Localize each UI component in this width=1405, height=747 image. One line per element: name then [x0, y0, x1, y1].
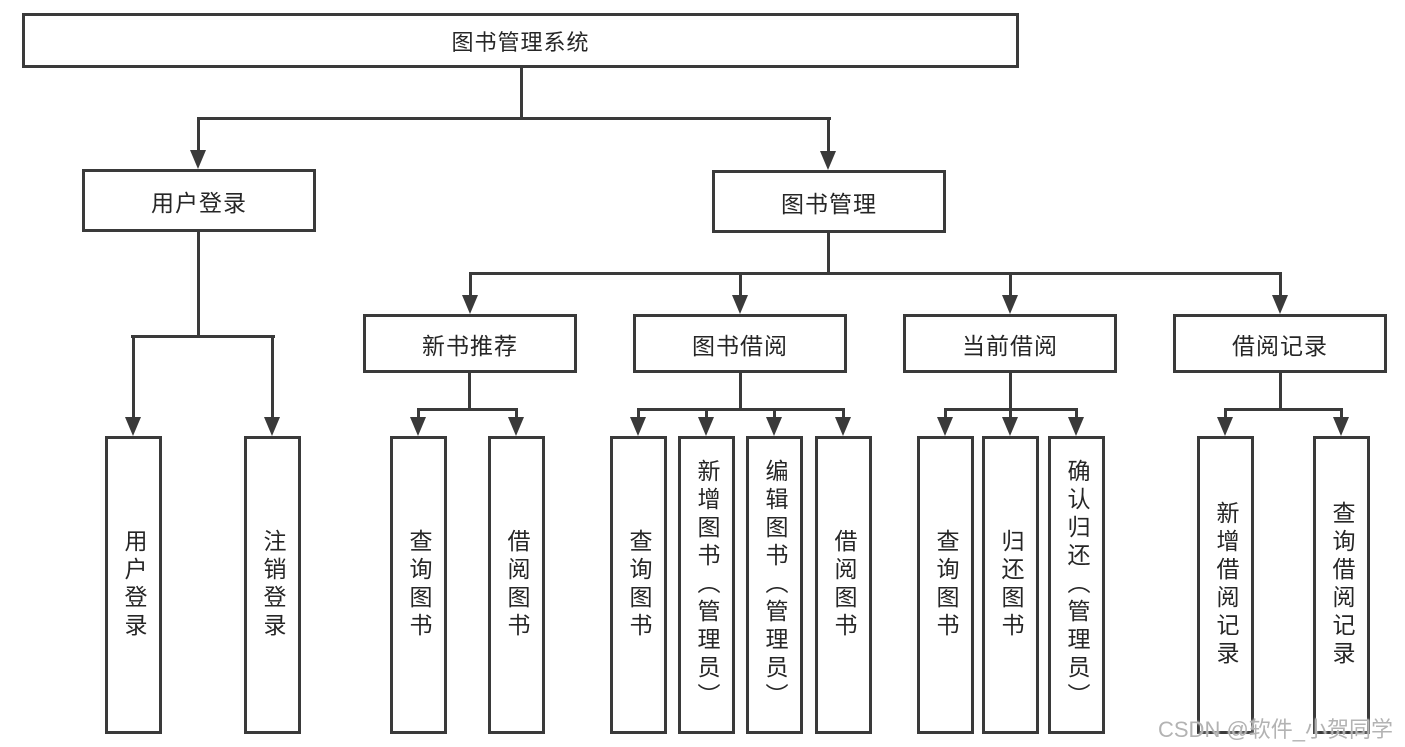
leaf-query-books-borrowing: 查询图书: [610, 436, 667, 734]
arrowhead-icon: [1272, 295, 1288, 314]
leaf-add-books-admin: 新增图书（管理员）: [678, 436, 735, 734]
connector-drop-leaf: [132, 335, 135, 418]
arrowhead-icon: [508, 417, 524, 436]
node-label: 图书借阅: [692, 332, 788, 359]
leaf-query-borrow-record: 查询借阅记录: [1313, 436, 1370, 734]
node-label: 图书管理系统: [451, 29, 590, 55]
leaf-user-login: 用户登录: [105, 436, 162, 734]
connector-drop-leaf: [842, 408, 845, 420]
arrowhead-icon: [1333, 417, 1349, 436]
arrowhead-icon: [698, 417, 714, 436]
connector-user-login-stub: [197, 230, 200, 338]
connector-drop-leaf: [637, 408, 640, 420]
node-library-management-system: 图书管理系统: [22, 13, 1019, 68]
leaf-borrow-books: 借阅图书: [815, 436, 872, 734]
connector-drop-leaf: [773, 408, 776, 420]
connector-stub: [739, 371, 742, 411]
leaf-label: 新增图书（管理员）: [694, 459, 720, 711]
arrowhead-icon: [190, 150, 206, 169]
connector-drop-leaf: [705, 408, 708, 420]
arrowhead-icon: [1002, 295, 1018, 314]
leaf-label: 查询图书: [626, 529, 652, 641]
connector-drop-book-borrow: [739, 272, 742, 296]
leaf-query-books-recommend: 查询图书: [390, 436, 447, 734]
leaf-label: 查询图书: [933, 529, 959, 641]
connector-stub: [1279, 371, 1282, 411]
node-label: 新书推荐: [422, 332, 518, 359]
connector-drop-current-borrow: [1009, 272, 1012, 296]
node-borrowing-records: 借阅记录: [1173, 314, 1387, 373]
connector-bus-user-login: [131, 335, 275, 338]
node-current-borrowing: 当前借阅: [903, 314, 1117, 373]
connector-bus-level3: [469, 272, 1282, 275]
leaf-label: 借阅图书: [831, 529, 857, 641]
arrowhead-icon: [462, 295, 478, 314]
connector-bus: [637, 408, 845, 411]
connector-drop-leaf: [271, 335, 274, 418]
leaf-add-borrow-record: 新增借阅记录: [1197, 436, 1254, 734]
node-user-login: 用户登录: [82, 169, 316, 232]
arrowhead-icon: [264, 417, 280, 436]
leaf-label: 用户登录: [121, 529, 147, 641]
connector-drop-leaf: [1075, 408, 1078, 420]
connector-drop-leaf: [944, 408, 947, 420]
arrowhead-icon: [125, 417, 141, 436]
connector-drop-leaf: [417, 408, 420, 420]
node-new-book-recommendation: 新书推荐: [363, 314, 577, 373]
connector-drop-user-login: [197, 117, 200, 152]
connector-drop-book-management: [827, 117, 830, 152]
leaf-label: 归还图书: [998, 529, 1024, 641]
leaf-label: 查询借阅记录: [1329, 501, 1355, 669]
leaf-label: 查询图书: [406, 529, 432, 641]
leaf-label: 新增借阅记录: [1213, 501, 1239, 669]
connector-root-stub: [520, 66, 523, 119]
arrowhead-icon: [937, 417, 953, 436]
arrowhead-icon: [410, 417, 426, 436]
leaf-return-books: 归还图书: [982, 436, 1039, 734]
node-label: 用户登录: [151, 189, 247, 216]
leaf-edit-books-admin: 编辑图书（管理员）: [746, 436, 803, 734]
node-label: 借阅记录: [1232, 332, 1328, 359]
leaf-query-books-current: 查询图书: [917, 436, 974, 734]
node-book-borrowing: 图书借阅: [633, 314, 847, 373]
leaf-borrow-books-recommend: 借阅图书: [488, 436, 545, 734]
leaf-label: 编辑图书（管理员）: [762, 459, 788, 711]
connector-drop-leaf: [1009, 408, 1012, 420]
arrowhead-icon: [835, 417, 851, 436]
arrowhead-icon: [766, 417, 782, 436]
watermark: CSDN @软件_小贺同学: [1158, 717, 1394, 742]
leaf-confirm-return-admin: 确认归还（管理员）: [1048, 436, 1105, 734]
leaf-label: 确认归还（管理员）: [1064, 459, 1090, 711]
arrowhead-icon: [732, 295, 748, 314]
connector-book-management-stub: [827, 231, 830, 275]
node-label: 图书管理: [781, 190, 877, 217]
connector-bus-level2: [197, 117, 831, 120]
connector-bus: [417, 408, 518, 411]
connector-drop-borrow-records: [1279, 272, 1282, 296]
connector-stub: [468, 371, 471, 411]
connector-drop-leaf: [1340, 408, 1343, 420]
connector-bus: [1224, 408, 1343, 411]
leaf-label: 注销登录: [260, 529, 286, 641]
connector-stub: [1009, 371, 1012, 411]
arrowhead-icon: [1068, 417, 1084, 436]
connector-drop-new-book: [469, 272, 472, 296]
arrowhead-icon: [630, 417, 646, 436]
leaf-label: 借阅图书: [504, 529, 530, 641]
leaf-logout: 注销登录: [244, 436, 301, 734]
arrowhead-icon: [1217, 417, 1233, 436]
arrowhead-icon: [1002, 417, 1018, 436]
node-book-management: 图书管理: [712, 170, 946, 233]
connector-drop-leaf: [515, 408, 518, 420]
node-label: 当前借阅: [962, 332, 1058, 359]
arrowhead-icon: [820, 151, 836, 170]
connector-drop-leaf: [1224, 408, 1227, 420]
